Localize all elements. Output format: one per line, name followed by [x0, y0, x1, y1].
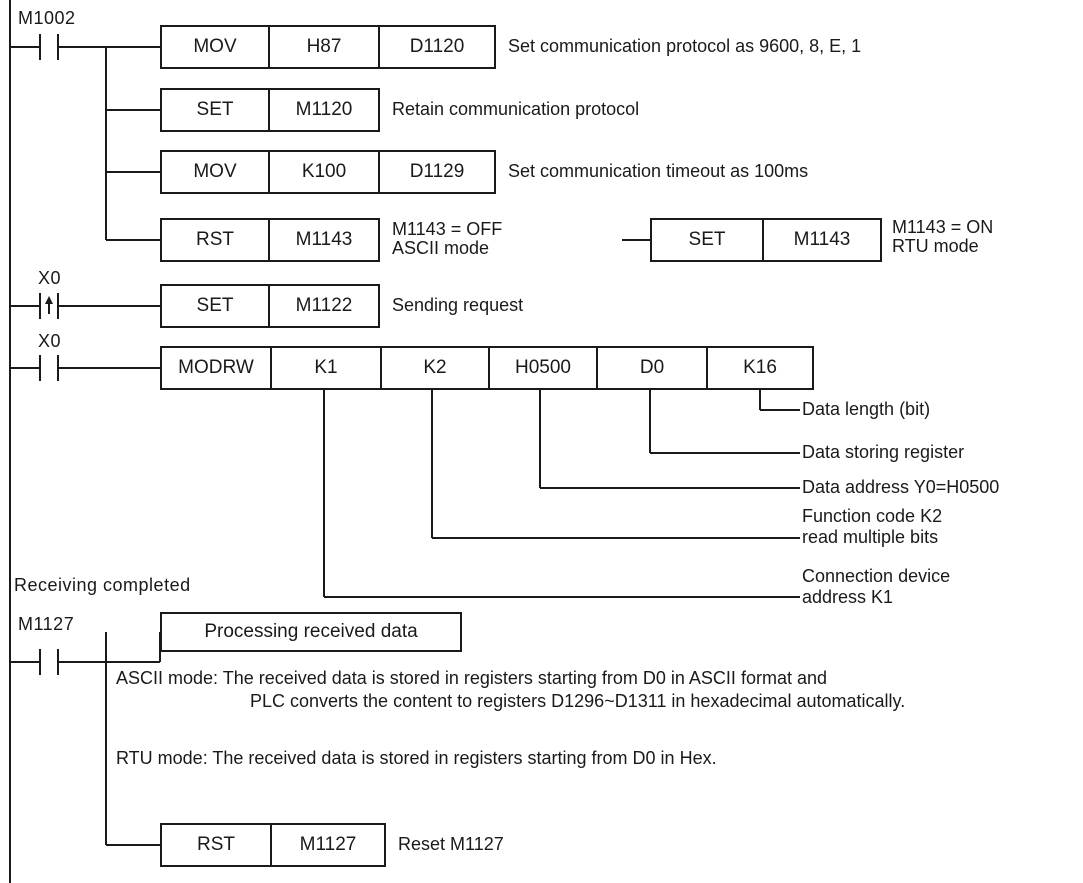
instruction-mov-h87: MOV H87 D1120	[160, 25, 496, 69]
annotation-device-address: Connection device address K1	[802, 566, 950, 608]
instruction-rst-m1127: RST M1127	[160, 823, 386, 867]
instr-op: RST	[196, 229, 234, 250]
modrw-data-address: H0500	[488, 348, 596, 388]
modrw-function-code: K2	[380, 348, 488, 388]
annotation-line: Connection device	[802, 566, 951, 586]
comment-timeout: Set communication timeout as 100ms	[508, 161, 809, 181]
instr-dst: D1120	[378, 27, 494, 67]
instr-operand: M1143	[268, 220, 378, 260]
box-processing-received-data: Processing received data	[160, 612, 462, 652]
annotation-line: read multiple bits	[802, 527, 939, 547]
comment-protocol: Set communication protocol as 9600, 8, E…	[508, 36, 862, 56]
annotation-data-address: Data address Y0=H0500	[802, 477, 1000, 497]
comment-rtu-mode: M1143 = ON RTU mode	[892, 218, 993, 256]
comment-retain: Retain communication protocol	[392, 99, 640, 119]
instr-operand: M1127	[270, 825, 384, 865]
instr-src: K100	[268, 152, 378, 192]
comment-line: RTU mode	[892, 236, 979, 256]
annotation-function-code: Function code K2 read multiple bits	[802, 506, 942, 548]
annotation-line: Function code K2	[802, 506, 943, 526]
instr-op: SET	[196, 99, 234, 120]
modrw-op: MODRW	[178, 357, 254, 378]
comment-line: M1143 = ON	[892, 217, 994, 237]
instr-op: SET	[688, 229, 726, 250]
annotation-data-length: Data length (bit)	[802, 399, 931, 419]
note-ascii-line1: ASCII mode: The received data is stored …	[116, 668, 827, 688]
instr-operand: M1122	[268, 286, 378, 326]
instruction-rst-m1143: RST M1143	[160, 218, 380, 262]
instr-op: MOV	[193, 161, 237, 182]
contact-label-x0-rising: X0	[38, 268, 62, 288]
comment-sending-request: Sending request	[392, 295, 524, 315]
instr-op: SET	[196, 295, 234, 316]
instr-op: MOV	[193, 36, 237, 57]
comment-line: ASCII mode	[392, 238, 490, 258]
modrw-device-address: K1	[270, 348, 380, 388]
instruction-mov-k100: MOV K100 D1129	[160, 150, 496, 194]
modrw-length: K16	[706, 348, 812, 388]
instruction-modrw: MODRW K1 K2 H0500 D0 K16	[160, 346, 814, 390]
contact-label-m1127: M1127	[18, 614, 75, 634]
section-label-receiving: Receiving completed	[14, 575, 191, 595]
instruction-set-m1143: SET M1143	[650, 218, 882, 262]
contact-label-m1002: M1002	[18, 8, 76, 28]
comment-reset-m1127: Reset M1127	[398, 834, 504, 854]
modrw-register: D0	[596, 348, 706, 388]
instruction-set-m1120: SET M1120	[160, 88, 380, 132]
instr-dst: D1129	[378, 152, 494, 192]
comment-ascii-mode: M1143 = OFF ASCII mode	[392, 220, 502, 258]
instr-op: RST	[197, 834, 235, 855]
instr-src: H87	[268, 27, 378, 67]
annotation-data-register: Data storing register	[802, 442, 965, 462]
annotation-line: address K1	[802, 587, 894, 607]
instruction-set-m1122: SET M1122	[160, 284, 380, 328]
instr-operand: M1143	[762, 220, 880, 260]
rising-edge-arrow	[45, 296, 53, 304]
note-ascii-line2: PLC converts the content to registers D1…	[250, 691, 906, 711]
contact-label-x0: X0	[38, 331, 62, 351]
instr-operand: M1120	[268, 90, 378, 130]
note-rtu-mode: RTU mode: The received data is stored in…	[116, 748, 717, 768]
comment-line: M1143 = OFF	[392, 219, 503, 239]
